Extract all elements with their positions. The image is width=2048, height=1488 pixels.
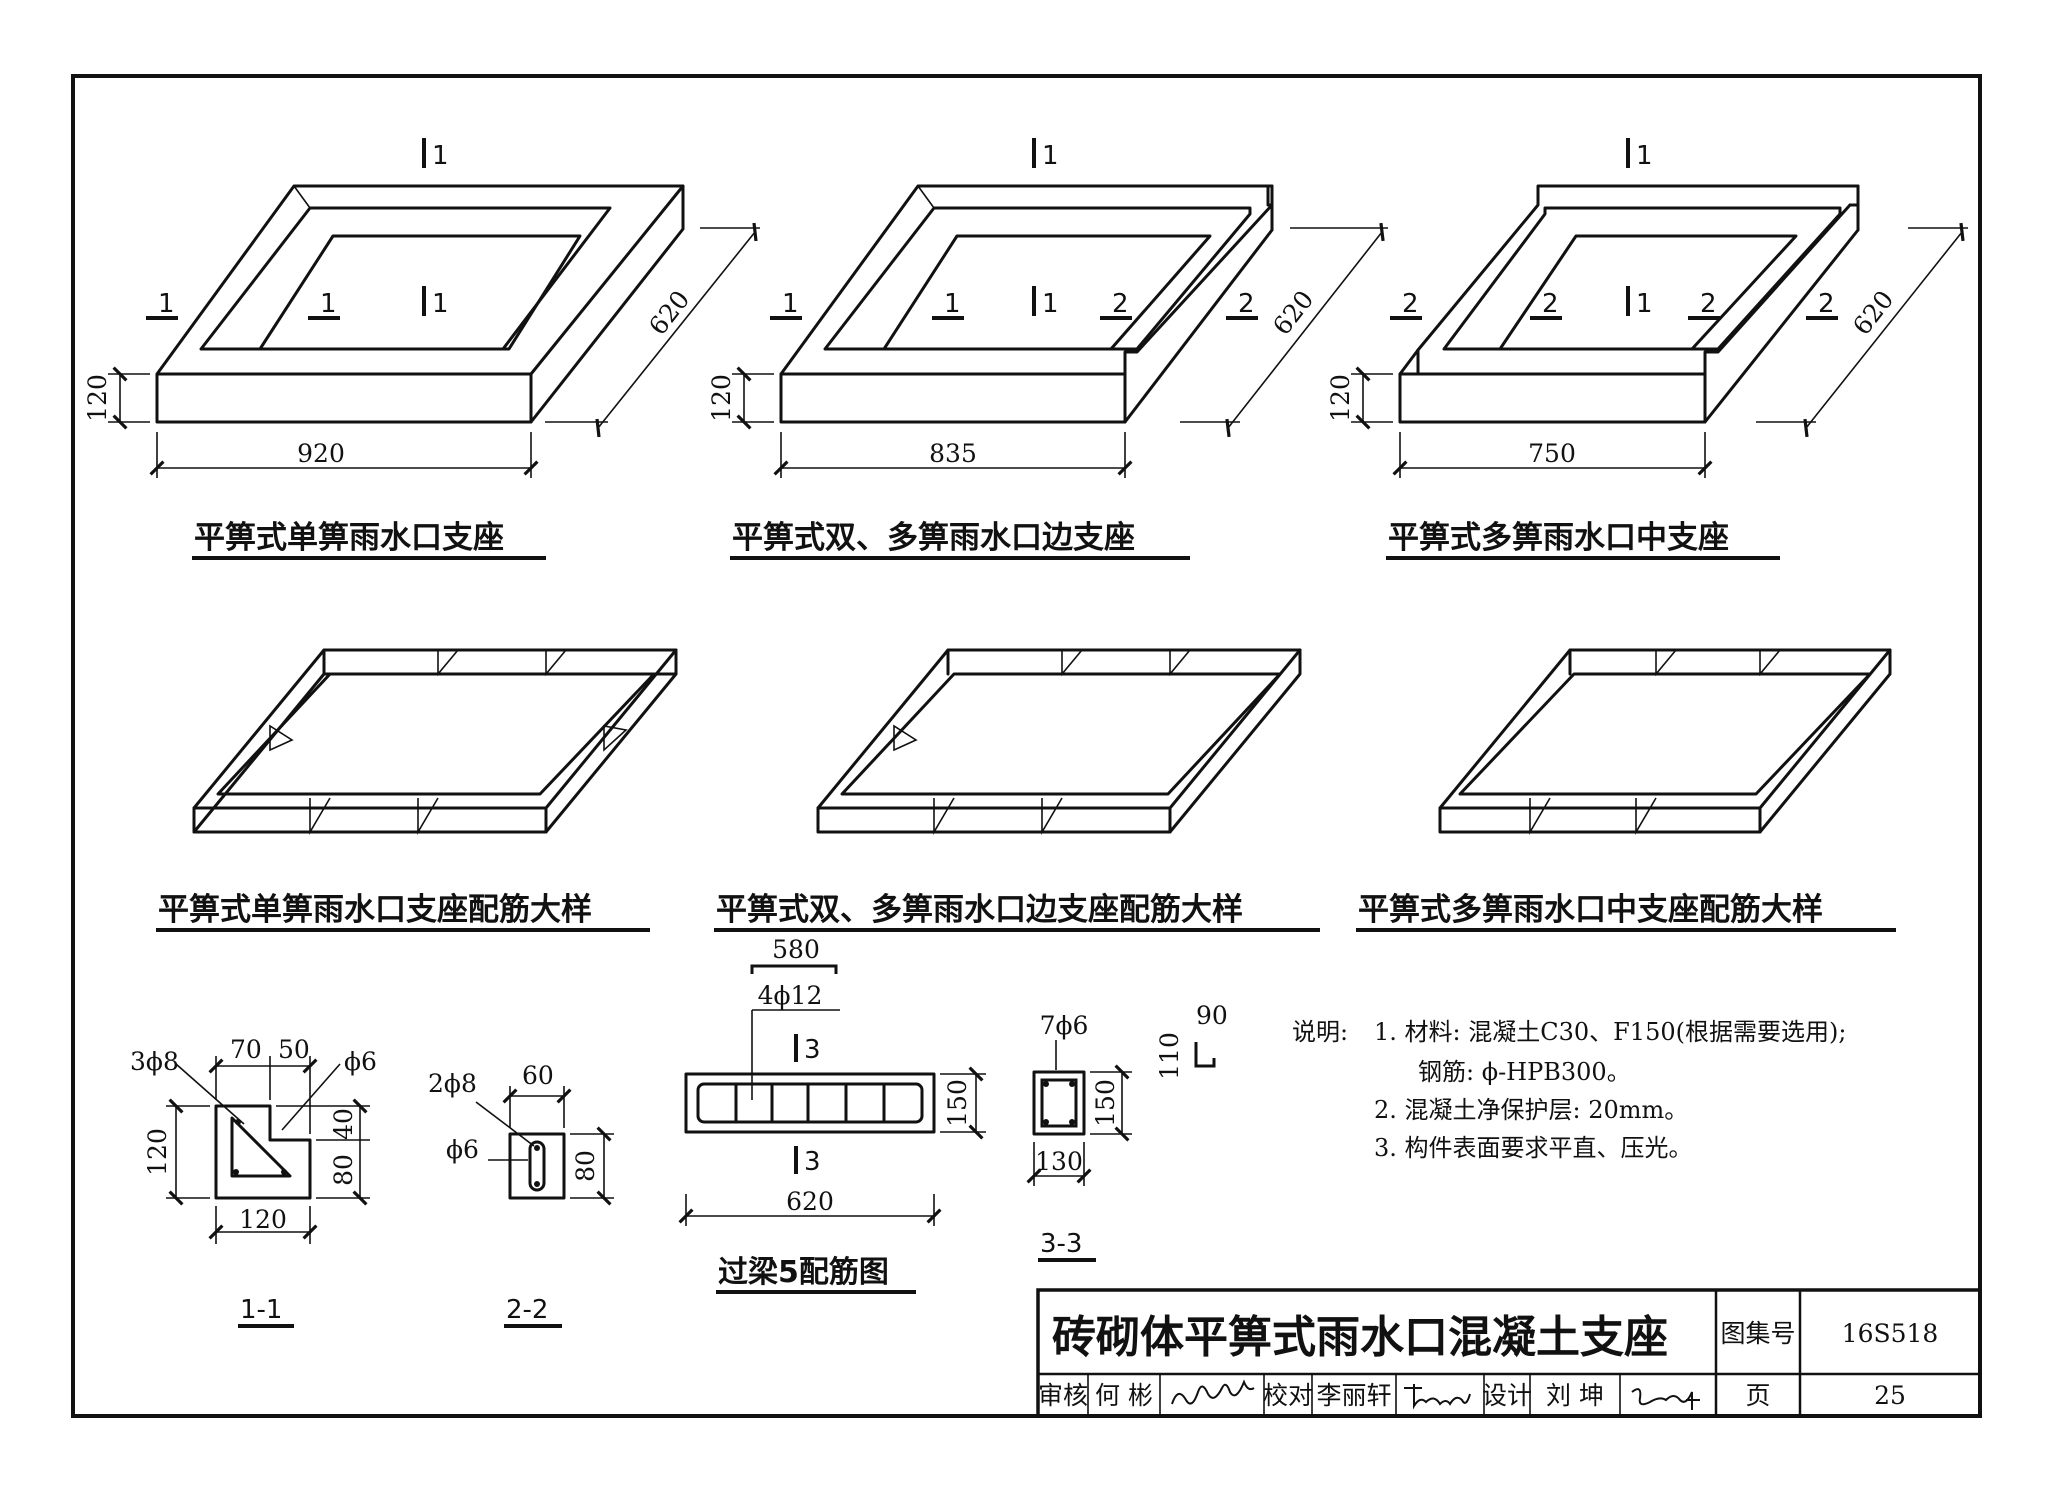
notes-line-4: 3. 构件表面要求平直、压光。 — [1374, 1134, 1693, 1162]
support-single-depth: 620 — [643, 285, 695, 340]
support-middle-mark-center: 1 — [1636, 289, 1653, 319]
title-block — [1036, 1288, 1982, 1418]
support-single-mark-top: 1 — [432, 141, 449, 171]
s1-label: 1-1 — [240, 1295, 282, 1325]
support-edge-mark-center: 1 — [1042, 289, 1059, 319]
support-middle-depth: 620 — [1847, 285, 1899, 340]
s3-hook-h: 110 — [1155, 1032, 1184, 1080]
s3-hook-w: 90 — [1196, 1001, 1228, 1030]
support-edge-mark-inner: 1 — [944, 289, 961, 319]
atlas-no: 16S518 — [1842, 1319, 1939, 1348]
notes-line-1: 1. 材料: 混凝土C30、F150(根据需要选用); — [1374, 1018, 1846, 1046]
support-single-mark-center: 1 — [432, 289, 449, 319]
section-3-3 — [1026, 1040, 1216, 1186]
checker: 李丽轩 — [1316, 1381, 1391, 1410]
lintel-mark-top: 3 — [804, 1035, 821, 1065]
s1-bar-stirrup: ϕ6 — [344, 1047, 377, 1076]
support-middle-mark-right: 2 — [1818, 289, 1835, 319]
designer: 刘 坤 — [1546, 1381, 1604, 1410]
support-single-length: 920 — [297, 439, 345, 468]
s1-h-bottom: 80 — [329, 1154, 358, 1186]
support-single-height: 120 — [83, 374, 112, 422]
section-2-2 — [475, 1086, 614, 1206]
lintel-bar-main: 4ϕ12 — [758, 981, 823, 1010]
support-edge-title: 平箅式双、多箅雨水口边支座 — [732, 520, 1135, 556]
s2-width: 60 — [522, 1061, 554, 1090]
support-edge-mark-top: 1 — [1042, 141, 1059, 171]
s2-bar-stirrup: ϕ6 — [446, 1135, 479, 1164]
check-label: 校对 — [1263, 1381, 1313, 1410]
section-1-1 — [166, 1056, 370, 1244]
s1-bar-main: 3ϕ8 — [130, 1047, 179, 1076]
support-middle-mark-inner-right: 2 — [1700, 289, 1717, 319]
s1-h-total: 120 — [143, 1128, 172, 1176]
s1-width: 120 — [239, 1205, 287, 1234]
support-edge-depth: 620 — [1267, 285, 1319, 340]
atlas-label: 图集号 — [1720, 1319, 1795, 1348]
support-middle-mark-left: 2 — [1402, 289, 1419, 319]
support-edge-mark-2b: 2 — [1238, 289, 1255, 319]
lintel-drawing — [678, 964, 986, 1226]
support-middle-mark-top: 1 — [1636, 141, 1653, 171]
support-single-mark-inner: 1 — [320, 289, 337, 319]
reviewer: 何 彬 — [1095, 1381, 1153, 1410]
s2-bar-main: 2ϕ8 — [428, 1069, 477, 1098]
support-middle-mark-inner-left: 2 — [1542, 289, 1559, 319]
s3-width: 130 — [1035, 1147, 1083, 1176]
title-block-title: 砖砌体平箅式雨水口混凝土支座 — [1052, 1312, 1668, 1363]
support-edge-height: 120 — [707, 374, 736, 422]
rebar-middle-cage — [1438, 648, 1892, 835]
rebar-edge-title: 平箅式双、多箅雨水口边支座配筋大样 — [716, 892, 1243, 928]
review-label: 审核 — [1038, 1381, 1088, 1410]
support-single-mark-left: 1 — [158, 289, 175, 319]
sheet-border — [71, 74, 1982, 1418]
s1-top-b: 50 — [278, 1035, 310, 1064]
s1-h-top: 40 — [329, 1108, 358, 1140]
s2-label: 2-2 — [506, 1295, 548, 1325]
designer-signature — [1631, 1388, 1700, 1410]
notes-heading: 说明: — [1292, 1018, 1348, 1046]
rebar-middle-title: 平箅式多箅雨水口中支座配筋大样 — [1358, 892, 1823, 928]
support-single-drawing — [155, 184, 685, 424]
support-single-dimensions: 920 120 620 1 1 1 1 — [83, 138, 760, 478]
page-no: 25 — [1874, 1381, 1906, 1410]
lintel-mark-bottom: 3 — [804, 1147, 821, 1177]
page-label: 页 — [1745, 1381, 1770, 1410]
s2-height: 80 — [571, 1150, 600, 1182]
support-middle-height: 120 — [1326, 374, 1355, 422]
support-middle-length: 750 — [1528, 439, 1576, 468]
lintel-bar-len: 580 — [772, 935, 820, 964]
support-edge-mark-2a: 2 — [1112, 289, 1129, 319]
rebar-edge-cage — [816, 648, 1302, 835]
rebar-single-title: 平箅式单箅雨水口支座配筋大样 — [158, 892, 592, 928]
support-edge-drawing — [779, 184, 1274, 424]
checker-signature — [1404, 1384, 1471, 1410]
lintel-length: 620 — [786, 1187, 834, 1216]
lintel-title: 过梁5配筋图 — [718, 1255, 889, 1290]
support-single-title: 平箅式单箅雨水口支座 — [194, 520, 504, 556]
notes-line-3: 2. 混凝土净保护层: 20mm。 — [1374, 1096, 1688, 1124]
s3-label: 3-3 — [1040, 1229, 1082, 1259]
support-edge-dimensions: 835 120 620 1 1 1 1 2 2 — [707, 138, 1388, 478]
notes-line-2: 钢筋: ϕ-HPB300。 — [1418, 1058, 1631, 1086]
support-edge-mark-left: 1 — [782, 289, 799, 319]
design-label: 设计 — [1482, 1381, 1532, 1410]
s3-height: 150 — [1091, 1079, 1120, 1127]
lintel-height: 150 — [943, 1079, 972, 1127]
s3-bar: 7ϕ6 — [1040, 1011, 1089, 1040]
support-middle-dimensions: 750 120 620 1 2 2 1 2 2 — [1326, 138, 1968, 478]
reviewer-signature — [1171, 1379, 1255, 1405]
support-middle-title: 平箅式多箅雨水口中支座 — [1388, 520, 1729, 556]
support-edge-length: 835 — [929, 439, 977, 468]
rebar-single-cage — [192, 648, 678, 835]
s1-top-a: 70 — [230, 1035, 262, 1064]
